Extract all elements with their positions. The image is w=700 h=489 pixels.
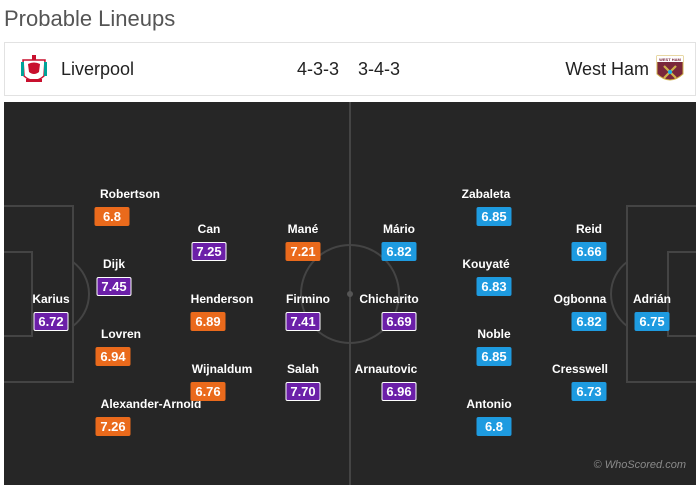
player-name: Salah bbox=[286, 362, 320, 376]
player-rating: 7.45 bbox=[96, 277, 132, 296]
home-team-name[interactable]: Liverpool bbox=[61, 59, 135, 79]
player-name: Mário bbox=[382, 222, 416, 236]
player-rating: 6.66 bbox=[571, 242, 607, 261]
player-name: Reid bbox=[575, 222, 603, 236]
player-name: Wijnaldum bbox=[191, 362, 253, 376]
whoscored-watermark: © WhoScored.com bbox=[593, 459, 686, 471]
player-rating: 7.41 bbox=[285, 312, 321, 331]
player-name: Noble bbox=[477, 327, 511, 341]
player-rating: 6.89 bbox=[190, 312, 226, 331]
player-rating: 6.73 bbox=[571, 382, 607, 401]
teams-header: Liverpool 4-3-3 3-4-3 West Ham WEST HAM bbox=[4, 42, 696, 96]
pitch-markings bbox=[4, 102, 696, 485]
player-rating: 6.94 bbox=[95, 347, 131, 366]
player-rating: 7.70 bbox=[285, 382, 321, 401]
player-rating: 7.21 bbox=[285, 242, 321, 261]
player-rating: 6.96 bbox=[381, 382, 417, 401]
player-name: Dijk bbox=[102, 257, 126, 271]
player-rating: 6.8 bbox=[94, 207, 130, 226]
player-rating: 6.8 bbox=[476, 417, 512, 436]
west-ham-crest-icon: WEST HAM bbox=[656, 55, 684, 81]
page-title: Probable Lineups bbox=[4, 6, 176, 31]
player-name: Adrián bbox=[632, 292, 672, 306]
player-name: Mané bbox=[287, 222, 319, 236]
player-rating: 6.69 bbox=[381, 312, 417, 331]
player-rating: 6.85 bbox=[476, 207, 512, 226]
player-rating: 6.83 bbox=[476, 277, 512, 296]
liverpool-crest-icon bbox=[21, 55, 47, 82]
player-rating: 7.25 bbox=[191, 242, 227, 261]
away-formation: 3-4-3 bbox=[358, 59, 401, 79]
player-name: Lovren bbox=[100, 327, 142, 341]
player-rating: 6.82 bbox=[571, 312, 607, 331]
home-formation: 4-3-3 bbox=[297, 59, 340, 79]
player-rating: 6.72 bbox=[33, 312, 69, 331]
player-name: Cresswell bbox=[551, 362, 609, 376]
player-name: Robertson bbox=[100, 187, 160, 201]
player-rating: 6.75 bbox=[634, 312, 670, 331]
player-name: Chicharito bbox=[359, 292, 419, 306]
player-name: Kouyaté bbox=[462, 257, 510, 271]
player-name: Zabaleta bbox=[461, 187, 511, 201]
player-name: Ogbonna bbox=[553, 292, 607, 306]
player-rating: 6.82 bbox=[381, 242, 417, 261]
player-name: Can bbox=[197, 222, 221, 236]
player-rating: 7.26 bbox=[95, 417, 131, 436]
player-rating: 6.85 bbox=[476, 347, 512, 366]
away-team-name[interactable]: West Ham bbox=[565, 59, 649, 79]
player-name: Antonio bbox=[466, 397, 512, 411]
player-name: Alexander-Arnold bbox=[100, 397, 202, 411]
player-name: Firmino bbox=[286, 292, 330, 306]
player-name: Henderson bbox=[190, 292, 254, 306]
player-name: Arnautovic bbox=[354, 362, 418, 376]
football-pitch: Karius 6.72 Robertson 6.8 Dijk 7.45 Lovr… bbox=[4, 102, 696, 485]
player-rating: 6.76 bbox=[190, 382, 226, 401]
west-ham-crest-text: WEST HAM bbox=[659, 57, 681, 62]
player-name: Karius bbox=[32, 292, 70, 306]
